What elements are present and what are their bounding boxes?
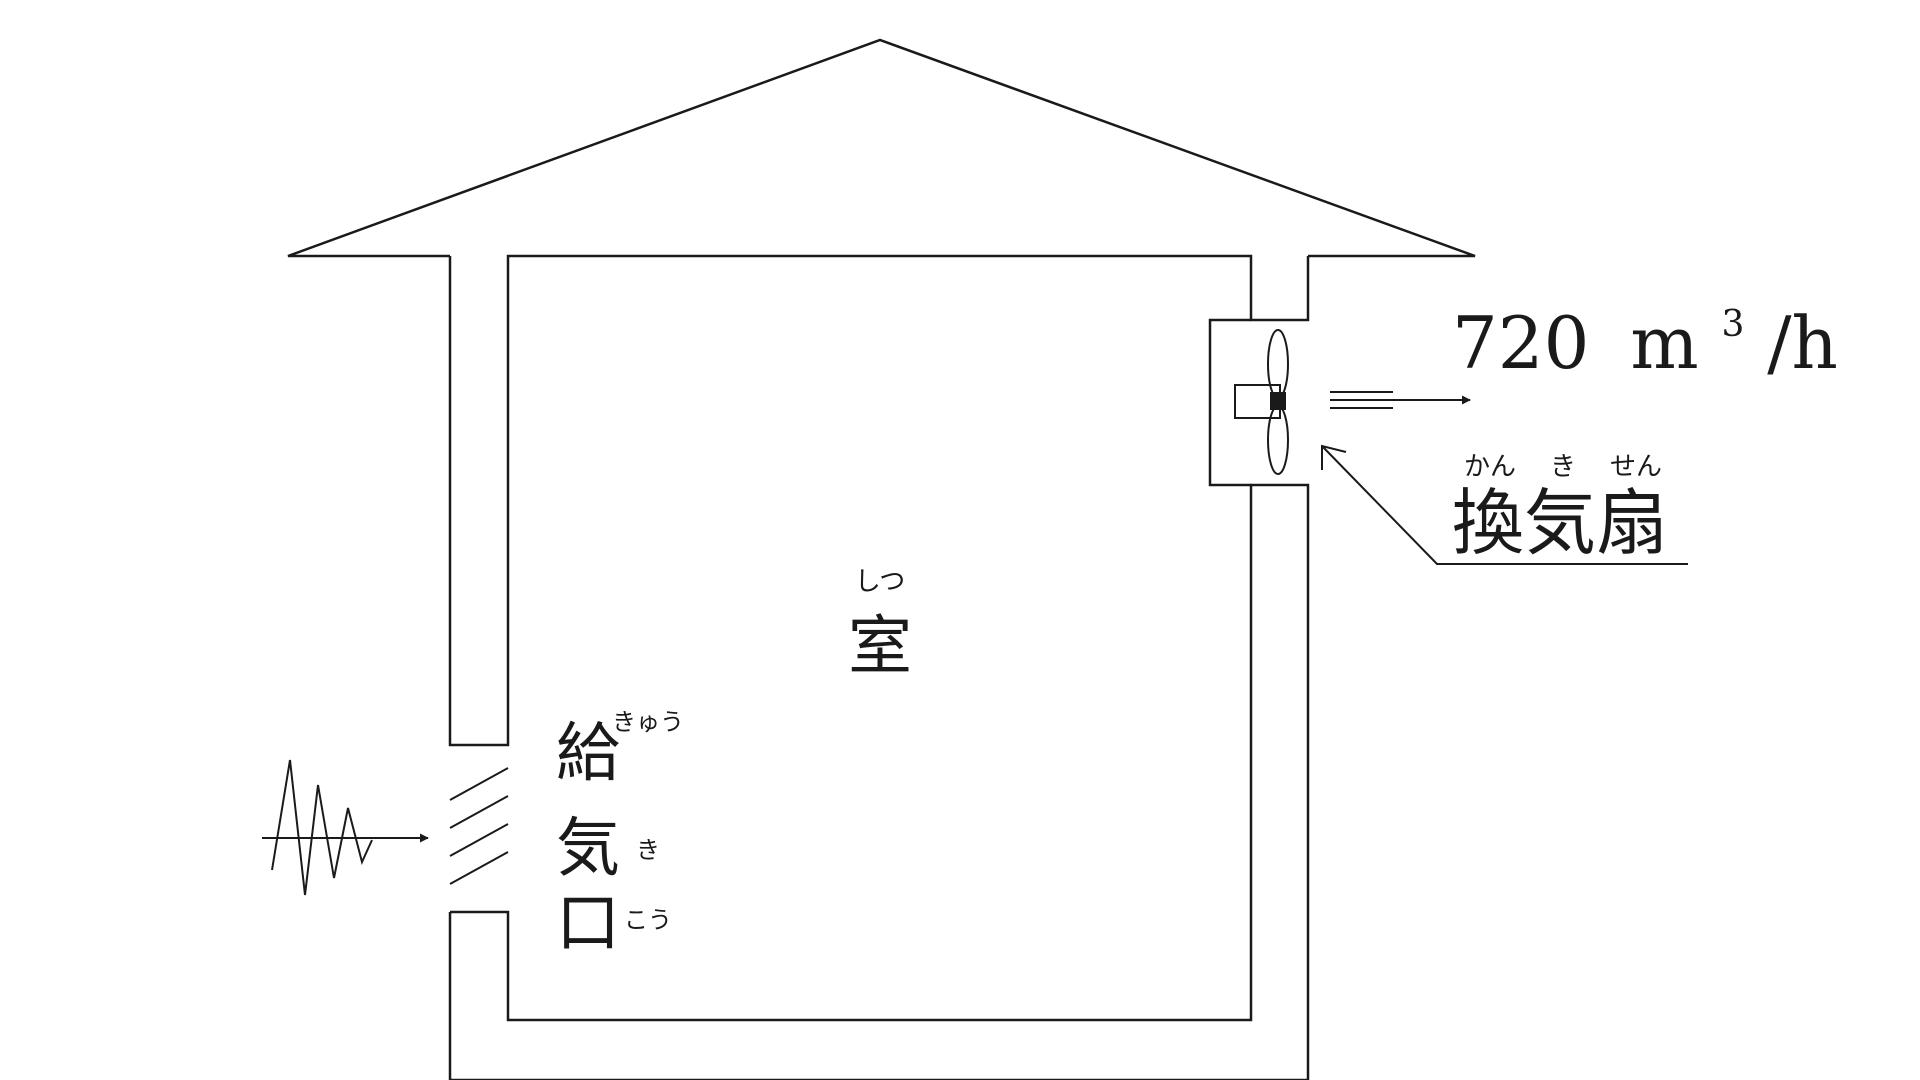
intake-char-2: 気	[556, 812, 620, 886]
intake-char-3: 口	[556, 887, 620, 961]
intake-reading-3: こう	[624, 906, 672, 934]
flow-rate-unit-base: m	[1630, 301, 1698, 385]
incoming-air-zigzag	[271, 759, 373, 896]
intake-reading-2: き	[636, 836, 660, 864]
intake-vent-slats	[449, 767, 509, 885]
fan-leader-arrowhead	[1321, 444, 1347, 470]
flow-rate-unit-tail: /h	[1767, 301, 1838, 385]
fan-reading-1: かん	[1464, 452, 1516, 482]
flow-rate-value: 720	[1452, 301, 1589, 385]
intake-reading-1: きゅう	[612, 708, 684, 736]
fan-reading-3: せん	[1610, 452, 1662, 482]
flow-rate-label: 720 m 3 /h	[1452, 269, 1838, 385]
fan-label: 換気扇	[1452, 481, 1668, 565]
room-reading: しつ	[855, 567, 905, 597]
fan-reading-2: き	[1550, 452, 1576, 482]
room-label: 室	[848, 610, 912, 684]
flow-rate-unit-exp: 3	[1722, 304, 1745, 345]
fan-housing	[1208, 318, 1251, 487]
outer-wall-left-upper	[448, 254, 1310, 747]
roof-outline	[287, 38, 1476, 258]
intake-char-1: 給	[556, 717, 620, 791]
fan-icon	[1234, 329, 1289, 475]
fan-leader-line	[1321, 445, 1688, 565]
exhaust-airflow	[1330, 391, 1471, 409]
